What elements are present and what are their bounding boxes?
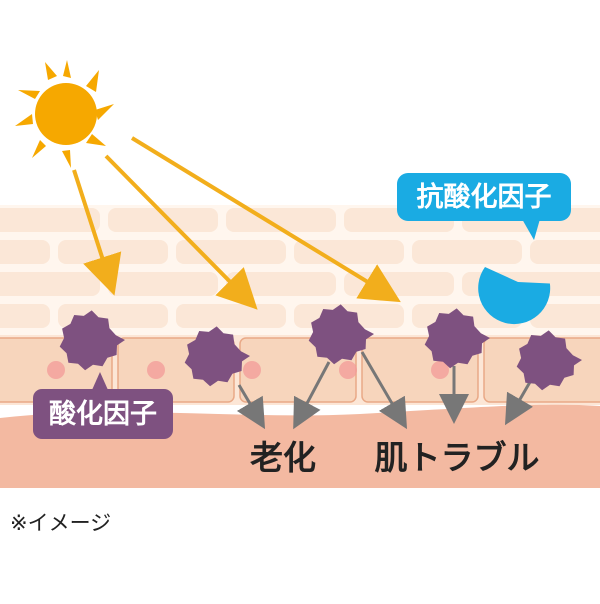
antioxidant-callout: 抗酸化因子: [397, 173, 571, 240]
uv-ray-arrow: [72, 169, 122, 296]
sun-icon: [15, 60, 114, 168]
oxidant-blob-icon: [424, 308, 490, 369]
aging-arrow: [236, 384, 266, 430]
uv-ray-arrow: [104, 154, 258, 310]
effect-arrows: [236, 351, 534, 430]
stratum-corneum-layer: [0, 205, 600, 335]
oxidant-label: 酸化因子: [49, 399, 157, 430]
cell-nucleus: [47, 361, 65, 379]
aging-label: 老化: [250, 438, 316, 477]
aging-arrow: [293, 361, 331, 430]
oxidant-blob-icon: [308, 304, 374, 365]
cell-nucleus: [339, 361, 357, 379]
oxidant-callout: 酸化因子: [33, 372, 173, 439]
cell-nucleus: [243, 361, 261, 379]
cell-nucleus: [431, 361, 449, 379]
oxidant-blob-icon: [59, 310, 126, 371]
cell-nucleus: [147, 361, 165, 379]
oxidant-blob-icon: [184, 326, 250, 387]
oxidant-blobs: [59, 304, 582, 391]
antioxidant-label: 抗酸化因子: [417, 181, 552, 213]
oxidant-blob-icon: [516, 330, 582, 391]
antioxidant-pacman-icon: [478, 267, 551, 325]
trouble-arrow: [360, 351, 408, 430]
trouble-arrow: [504, 381, 534, 426]
image-note: ※イメージ: [10, 511, 111, 535]
uv-ray-arrow: [130, 136, 401, 303]
uv-rays: [72, 136, 401, 310]
skin-trouble-label: 肌トラブル: [375, 438, 540, 477]
